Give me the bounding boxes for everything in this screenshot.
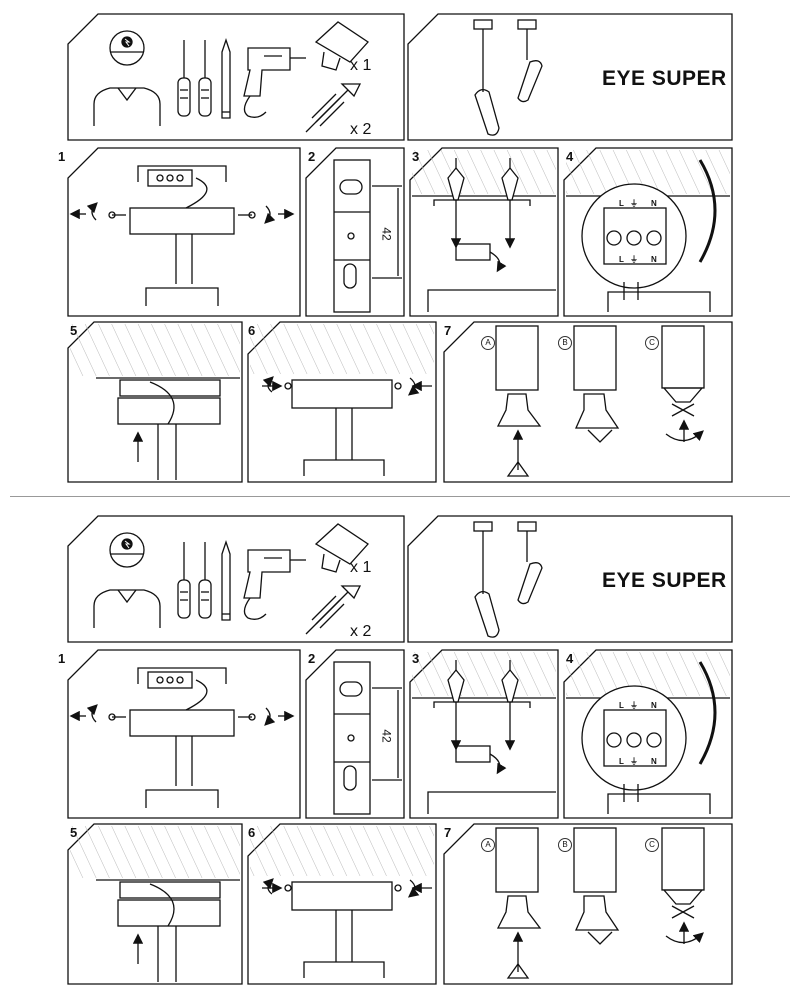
step-2-panel — [305, 649, 405, 819]
step-3-label: 3 — [412, 651, 420, 666]
step-5-label: 5 — [70, 825, 78, 840]
terminal-earth-label: ⏚ — [630, 757, 638, 766]
instruction-sheet: EYE SUPER x 1 x 2 1 2 3 4 5 6 7 42 L ⏚ N… — [0, 502, 800, 1002]
step-7-panel — [443, 321, 733, 483]
screwdriver-phillips-icon — [198, 542, 212, 619]
tools-panel-border — [67, 13, 405, 141]
step-2-label: 2 — [308, 149, 316, 164]
sheet-divider — [10, 496, 790, 497]
pencil-icon — [221, 37, 231, 119]
mount-hole-dimension: 42 — [379, 227, 394, 241]
product-title: EYE SUPER — [602, 569, 727, 592]
gu10-bulb-icon — [314, 523, 369, 573]
step-6-label: 6 — [248, 323, 256, 338]
step-4-label: 4 — [566, 149, 574, 164]
screwdriver-phillips-icon — [198, 40, 212, 117]
step-6-drawing — [250, 324, 434, 476]
sheet-drawings — [67, 13, 733, 483]
step-4-drawing — [566, 652, 730, 814]
terminal-neutral-label: N — [651, 757, 657, 766]
step-7-drawing — [495, 325, 705, 477]
drill-icon — [243, 549, 306, 620]
variant-b-badge: B — [558, 336, 572, 350]
bulb-quantity: x 1 — [350, 57, 372, 74]
terminal-live-label: L — [619, 701, 624, 710]
step-5-drawing — [70, 324, 240, 480]
installer-figure-icon — [93, 532, 161, 628]
variant-a-badge: A — [481, 336, 495, 350]
terminal-earth-label: ⏚ — [630, 199, 638, 208]
step-5-label: 5 — [70, 323, 78, 338]
step-1-panel — [67, 147, 301, 317]
step-1-panel — [67, 649, 301, 819]
terminal-neutral-label: N — [651, 255, 657, 264]
variant-c-badge: C — [645, 838, 659, 852]
terminal-earth-label: ⏚ — [630, 701, 638, 710]
mount-hole-dimension: 42 — [379, 729, 394, 743]
terminal-neutral-label: N — [651, 701, 657, 710]
step-6-label: 6 — [248, 825, 256, 840]
step-7-panel — [443, 823, 733, 985]
pencil-icon — [221, 539, 231, 621]
step-2-panel — [305, 147, 405, 317]
step-5-drawing — [70, 826, 240, 982]
step-4-drawing — [566, 150, 730, 312]
pendant-lamp-illustration — [473, 521, 543, 638]
product-panel-border — [407, 13, 733, 141]
step-2-label: 2 — [308, 651, 316, 666]
installer-figure-icon — [93, 30, 161, 126]
step-3-label: 3 — [412, 149, 420, 164]
step-7-drawing — [495, 827, 705, 979]
pendant-lamp-illustration — [473, 19, 543, 136]
variant-a-badge: A — [481, 838, 495, 852]
product-panel-border — [407, 515, 733, 643]
step-1-drawing — [69, 667, 295, 808]
wall-anchor-icon — [305, 83, 362, 133]
product-title: EYE SUPER — [602, 67, 727, 90]
sheet-drawings — [67, 515, 733, 985]
terminal-neutral-label: N — [651, 199, 657, 208]
anchor-quantity: x 2 — [350, 623, 372, 640]
step-3-drawing — [412, 150, 556, 312]
variant-c-badge: C — [645, 336, 659, 350]
screwdriver-flat-icon — [177, 40, 191, 117]
step-4-label: 4 — [566, 651, 574, 666]
drill-icon — [243, 47, 306, 118]
screwdriver-flat-icon — [177, 542, 191, 619]
terminal-live-label: L — [619, 757, 624, 766]
step-1-label: 1 — [58, 149, 66, 164]
step-3-drawing — [412, 652, 556, 814]
step-6-drawing — [250, 826, 434, 978]
variant-b-badge: B — [558, 838, 572, 852]
bulb-quantity: x 1 — [350, 559, 372, 576]
terminal-live-label: L — [619, 255, 624, 264]
terminal-earth-label: ⏚ — [630, 255, 638, 264]
step-1-label: 1 — [58, 651, 66, 666]
terminal-live-label: L — [619, 199, 624, 208]
anchor-quantity: x 2 — [350, 121, 372, 138]
step-7-label: 7 — [444, 825, 452, 840]
step-2-drawing — [333, 661, 402, 815]
step-1-drawing — [69, 165, 295, 306]
tools-panel-border — [67, 515, 405, 643]
step-2-drawing — [333, 159, 402, 313]
gu10-bulb-icon — [314, 21, 369, 71]
step-7-label: 7 — [444, 323, 452, 338]
wall-anchor-icon — [305, 585, 362, 635]
instruction-sheet: EYE SUPER x 1 x 2 1 2 3 4 5 6 7 42 L ⏚ N… — [0, 0, 800, 500]
